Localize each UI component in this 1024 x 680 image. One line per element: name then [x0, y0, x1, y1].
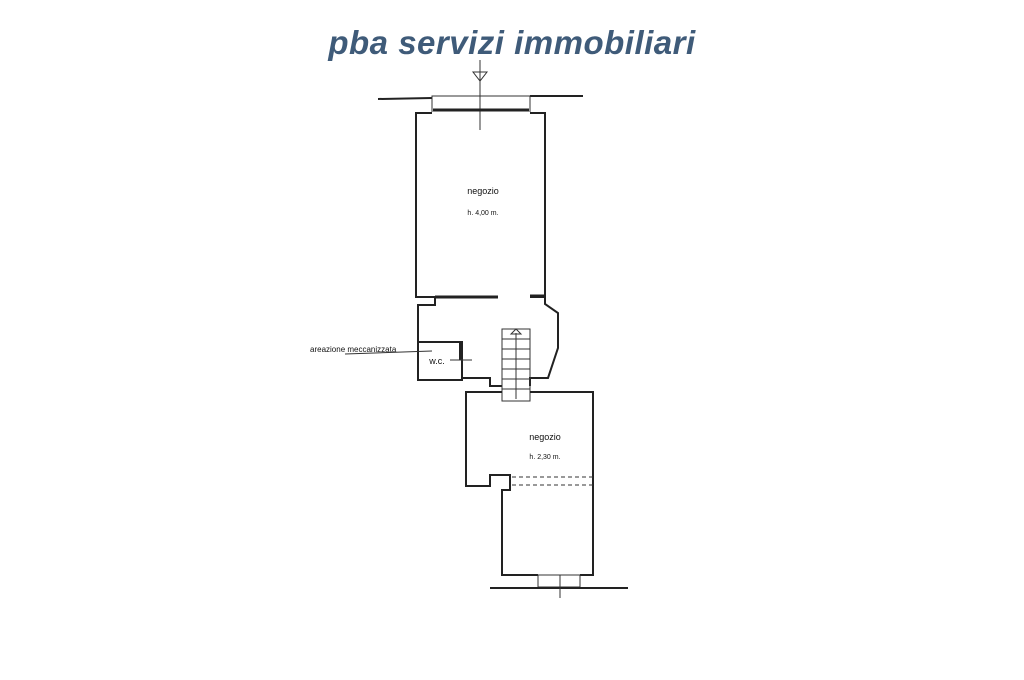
brand-title: pba servizi immobiliari [328, 24, 696, 61]
ventilation-label: areazione meccanizzata [310, 345, 397, 354]
street-front-bottom [490, 574, 628, 598]
upper-room-height: h. 4,00 m. [467, 210, 498, 217]
entrance-arrow-top [471, 60, 489, 130]
wc-label: w.c. [428, 356, 445, 366]
staircase [501, 328, 531, 402]
lower-room-height: h. 2,30 m. [529, 454, 560, 461]
ventilation-leader-line [344, 350, 433, 355]
lower-room-label: negozio [529, 432, 561, 442]
upper-room-walls [415, 112, 546, 299]
street-front-top [377, 95, 583, 112]
middle-section-walls [417, 297, 559, 387]
lower-room-walls [465, 391, 594, 576]
upper-room-label: negozio [467, 186, 499, 196]
